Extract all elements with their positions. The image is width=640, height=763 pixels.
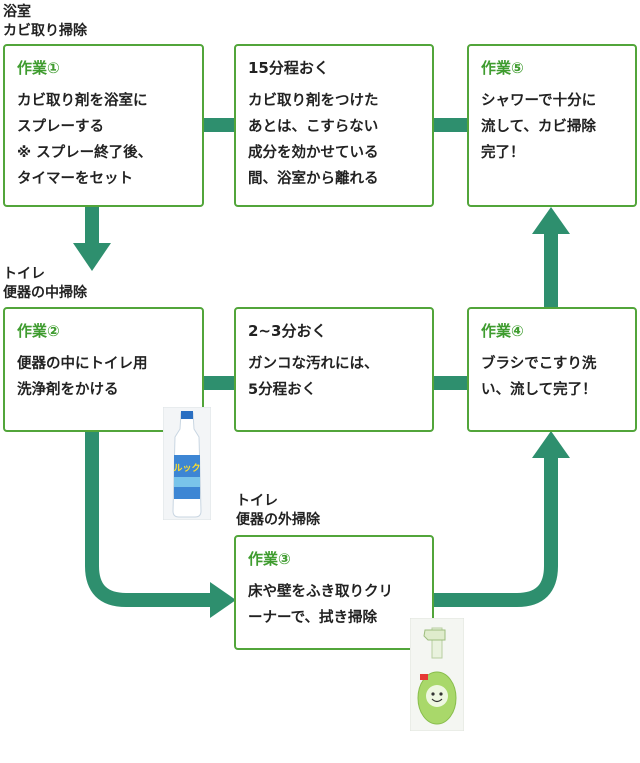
arrow-right-icon (85, 430, 236, 618)
step-description: カビ取り剤をつけた あとは、こすらない 成分を効かせている 間、浴室から離れる (248, 88, 422, 192)
description-line: 床や壁をふき取りクリ (248, 584, 393, 600)
step-box-task-5: 作業⑤ シャワーで十分に 流して、カビ掃除 完了！ (467, 44, 637, 207)
description-line: タイマーをセット (17, 171, 133, 187)
step-heading: 作業② (17, 322, 60, 340)
section-label-toilet-outside: トイレ 便器の外掃除 (236, 492, 320, 530)
description-line: 洗浄剤をかける (17, 382, 119, 398)
section-label-line: トイレ (3, 266, 45, 282)
step-heading: 作業① (17, 59, 60, 77)
step-box-task-1: 作業① カビ取り剤を浴室に スプレーする ※ スプレー終了後、 タイマーをセット (3, 44, 204, 207)
description-line: ※ スプレー終了後、 (17, 145, 153, 161)
step-box-task-4: 作業④ ブラシでこすり洗 い、流して完了！ (467, 307, 637, 432)
step-heading: 2~3分おく (248, 322, 327, 340)
description-line: 便器の中にトイレ用 (17, 356, 148, 372)
step-box-task-3: 作業③ 床や壁をふき取りクリ ーナーで、拭き掃除 (234, 535, 434, 650)
description-line: ブラシでこすり洗 (481, 356, 597, 372)
step-description: ブラシでこすり洗 い、流して完了！ (481, 351, 625, 403)
step-description: カビ取り剤を浴室に スプレーする ※ スプレー終了後、 タイマーをセット (17, 88, 192, 192)
product-label: ルック (173, 463, 200, 474)
description-line: ガンコな汚れには、 (248, 356, 379, 372)
step-heading: 作業⑤ (481, 59, 524, 77)
section-label-line: 便器の中掃除 (3, 285, 87, 301)
description-line: カビ取り剤をつけた (248, 93, 379, 109)
description-line: ーナーで、拭き掃除 (248, 610, 378, 626)
section-label-line: カビ取り掃除 (3, 23, 87, 39)
description-line: あとは、こすらない (248, 119, 379, 135)
section-label-line: 浴室 (3, 4, 31, 20)
section-label-line: トイレ (236, 493, 278, 509)
description-line: 5分程おく (248, 382, 317, 398)
description-line: 流して、カビ掃除 (481, 119, 596, 135)
description-line: 完了！ (481, 145, 525, 161)
arrow-up-icon (532, 207, 570, 308)
section-label-line: 便器の外掃除 (236, 512, 320, 528)
spray-cleaner-bottle-image (410, 618, 464, 731)
step-heading: 15分程おく (248, 59, 329, 77)
arrow-up-icon (432, 431, 570, 607)
step-description: 便器の中にトイレ用 洗浄剤をかける (17, 351, 192, 403)
description-line: い、流して完了！ (481, 382, 597, 398)
step-description: シャワーで十分に 流して、カビ掃除 完了！ (481, 88, 625, 166)
step-description: 床や壁をふき取りクリ ーナーで、拭き掃除 (248, 579, 422, 631)
section-label-toilet-inside: トイレ 便器の中掃除 (3, 265, 87, 303)
step-heading: 作業③ (248, 550, 291, 568)
toilet-cleaner-bottle-image: ルック (163, 407, 211, 520)
description-line: 間、浴室から離れる (248, 171, 379, 187)
connector-1-to-wait15 (202, 118, 236, 132)
description-line: スプレーする (17, 119, 104, 135)
section-label-bathroom: 浴室 カビ取り掃除 (3, 3, 87, 41)
connector-wait23-to-4 (432, 376, 470, 390)
step-heading: 作業④ (481, 322, 524, 340)
step-box-wait-15min: 15分程おく カビ取り剤をつけた あとは、こすらない 成分を効かせている 間、浴… (234, 44, 434, 207)
description-line: カビ取り剤を浴室に (17, 93, 148, 109)
connector-2-to-wait23 (202, 376, 236, 390)
description-line: 成分を効かせている (248, 145, 379, 161)
arrow-down-icon (73, 205, 111, 271)
step-description: ガンコな汚れには、 5分程おく (248, 351, 422, 403)
step-box-wait-2-3min: 2~3分おく ガンコな汚れには、 5分程おく (234, 307, 434, 432)
description-line: シャワーで十分に (481, 93, 597, 109)
connector-wait15-to-5 (432, 118, 470, 132)
